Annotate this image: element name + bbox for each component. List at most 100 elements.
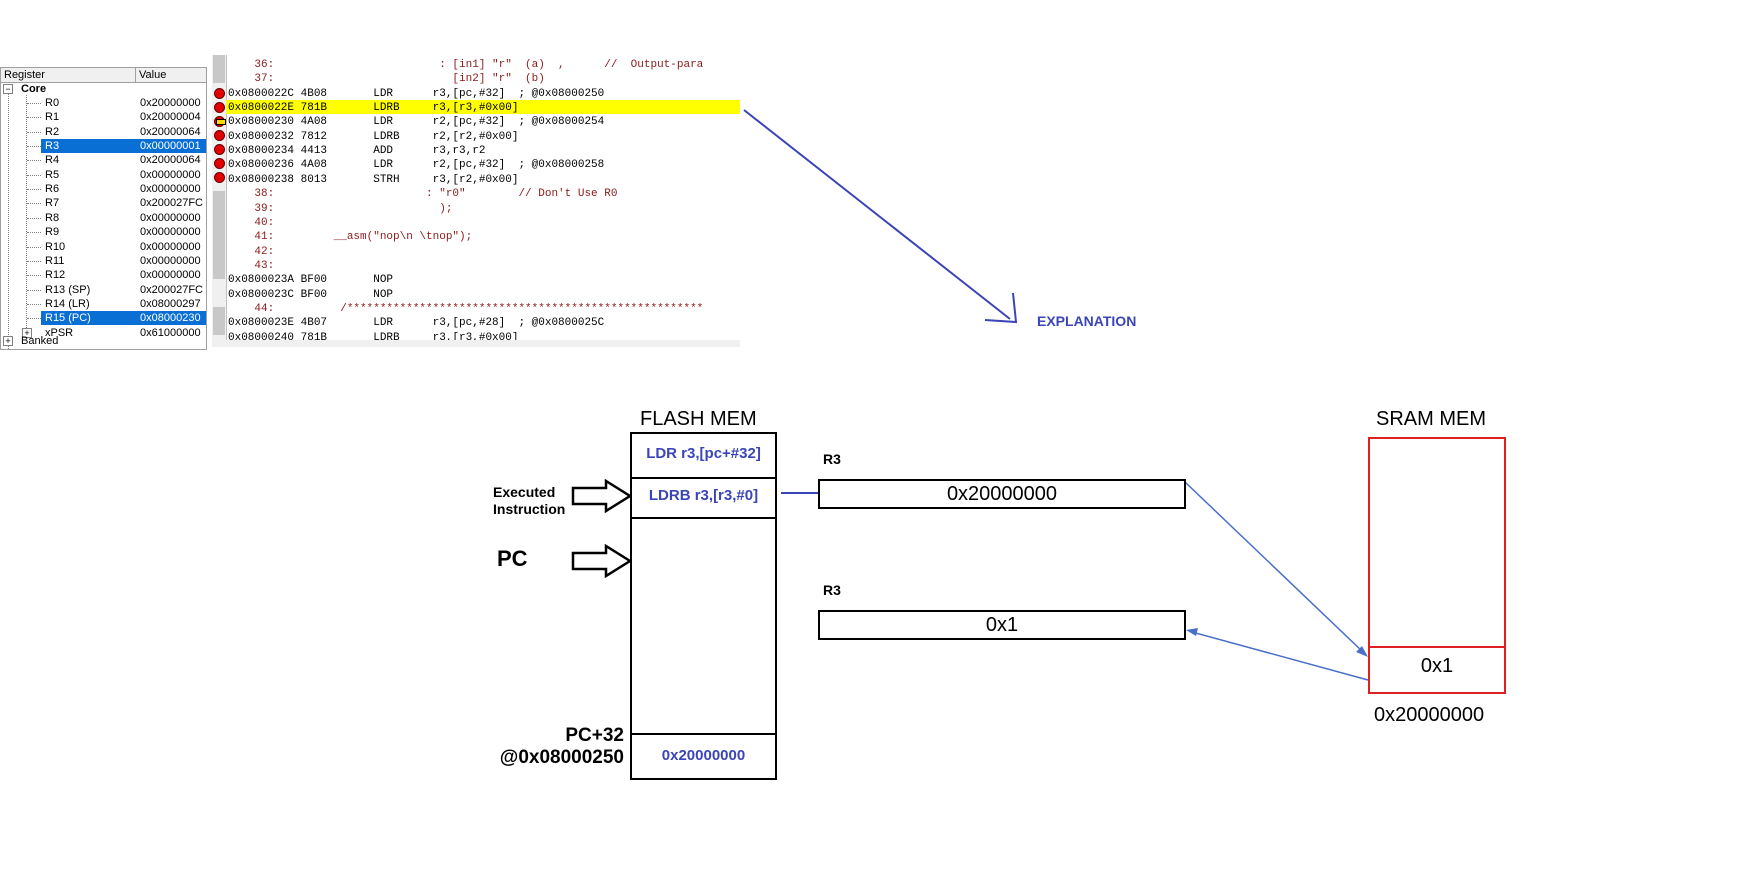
register-row[interactable]: R6 0x00000000 xyxy=(1,182,206,196)
tree-branch-line xyxy=(27,247,41,249)
breakpoint-icon[interactable] xyxy=(214,88,225,99)
register-row-selection xyxy=(41,139,206,153)
gutter-marker xyxy=(213,307,225,335)
asm-line[interactable]: 0x08000234 4413 ADD r3,r3,r2 xyxy=(228,145,486,158)
register-row[interactable]: R2 0x20000064 xyxy=(1,125,206,139)
source-line[interactable]: 36: : [in1] "r" (a) , // Output-para xyxy=(228,59,704,71)
horizontal-scrollbar[interactable] xyxy=(212,340,740,347)
tree-branch-line xyxy=(27,175,41,177)
source-line[interactable]: 39: ); xyxy=(228,202,453,215)
pc-pointer-arrow xyxy=(571,543,633,579)
breakpoint-icon[interactable] xyxy=(214,144,225,155)
register-value[interactable]: 0x200027FC xyxy=(140,197,203,209)
tree-branch-line xyxy=(27,203,41,205)
register-name: R5 xyxy=(45,169,60,181)
register-value[interactable]: 0x20000004 xyxy=(140,111,201,123)
source-line[interactable]: 41: __asm("nop\n \tnop"); xyxy=(228,231,473,244)
register-value[interactable]: 0x20000064 xyxy=(140,154,201,166)
register-name: R4 xyxy=(45,154,60,166)
source-line[interactable]: 42: xyxy=(228,245,275,258)
pc-label: PC xyxy=(497,546,528,571)
register-table-header: Register Value xyxy=(1,67,206,83)
breakpoint-icon[interactable] xyxy=(214,158,225,169)
register-name: R8 xyxy=(45,212,60,224)
register-row[interactable]: R12 0x00000000 xyxy=(1,268,206,282)
register-row[interactable]: R15 (PC)0x08000230 xyxy=(1,311,206,325)
tree-branch-line xyxy=(27,290,41,292)
asm-line[interactable]: 0x08000232 7812 LDRB r2,[r2,#0x00] xyxy=(228,130,519,143)
register-row[interactable]: R14 (LR) 0x08000297 xyxy=(1,297,206,311)
flash-mem-title: FLASH MEM xyxy=(640,408,757,430)
register-value[interactable]: 0x200027FC xyxy=(140,284,203,296)
instruction-label: Instruction xyxy=(493,501,566,517)
register-value[interactable]: 0x00000000 xyxy=(140,169,201,181)
source-line[interactable]: 37: [in2] "r" (b) xyxy=(228,73,545,86)
tree-node-core[interactable]: − Core xyxy=(1,82,206,96)
current-pc-arrow-icon[interactable] xyxy=(214,116,226,127)
register-value[interactable]: 0x00000000 xyxy=(140,255,201,267)
register-row[interactable]: R4 0x20000064 xyxy=(1,153,206,167)
register-value[interactable]: 0x00000000 xyxy=(140,226,201,238)
tree-branch-line xyxy=(27,275,41,277)
tree-branch-line xyxy=(27,304,41,306)
register-name: R12 xyxy=(45,269,66,281)
register-value[interactable]: 0x61000000 xyxy=(140,327,201,339)
source-line[interactable]: 40: xyxy=(228,216,275,229)
register-value[interactable]: 0x08000230 xyxy=(140,312,201,324)
breakpoint-icon[interactable] xyxy=(214,102,225,113)
register-value[interactable]: 0x20000000 xyxy=(140,97,201,109)
register-value[interactable]: 0x20000064 xyxy=(140,126,201,138)
register-row[interactable]: R8 0x00000000 xyxy=(1,211,206,225)
tree-node-banked[interactable]: + Banked xyxy=(1,334,206,348)
source-line[interactable]: 44: /***********************************… xyxy=(228,302,704,315)
tree-branch-line xyxy=(27,146,41,148)
register-value[interactable]: 0x00000000 xyxy=(140,269,201,281)
register-name: R6 xyxy=(45,183,60,195)
collapse-icon[interactable]: − xyxy=(3,84,13,94)
register-column-header[interactable]: Register xyxy=(1,68,136,82)
register-row[interactable]: R5 0x00000000 xyxy=(1,168,206,182)
asm-line[interactable]: 0x0800022C 4B08 LDR r3,[pc,#32] ; @0x080… xyxy=(228,87,605,100)
register-value[interactable]: 0x00000000 xyxy=(140,241,201,253)
breakpoint-icon[interactable] xyxy=(214,172,225,183)
asm-line[interactable]: 0x08000236 4A08 LDR r2,[pc,#32] ; @0x080… xyxy=(228,159,605,172)
register-value[interactable]: 0x00000000 xyxy=(140,212,201,224)
r3-register-box-bottom: 0x1 xyxy=(818,610,1186,640)
tree-branch-line xyxy=(27,117,41,119)
pc-plus-32-label: PC+32 xyxy=(565,725,624,746)
asm-line[interactable]: 0x0800023A BF00 NOP xyxy=(228,274,394,287)
register-value[interactable]: 0x08000297 xyxy=(140,298,201,310)
source-line[interactable]: 43: xyxy=(228,259,275,272)
r3-label-top: R3 xyxy=(823,451,841,467)
register-value[interactable]: 0x00000001 xyxy=(140,140,201,152)
tree-guide-line xyxy=(26,95,28,338)
breakpoint-icon[interactable] xyxy=(214,130,225,141)
register-value[interactable]: 0x00000000 xyxy=(140,183,201,195)
tree-branch-line xyxy=(27,189,41,191)
asm-line[interactable]: 0x0800023C BF00 NOP xyxy=(228,288,394,301)
expand-icon[interactable]: + xyxy=(3,336,13,346)
sram-cell-value: 0x1 xyxy=(1420,655,1454,677)
register-row[interactable]: R13 (SP)0x200027FC xyxy=(1,283,206,297)
r3-to-sram-arrow xyxy=(1184,481,1364,653)
tree-branch-line xyxy=(27,318,41,320)
asm-line[interactable]: 0x08000238 8013 STRH r3,[r2,#0x00] xyxy=(228,173,519,186)
asm-line[interactable]: 0x08000230 4A08 LDR r2,[pc,#32] ; @0x080… xyxy=(228,116,605,129)
asm-line[interactable]: 0x0800023E 4B07 LDR r3,[pc,#28] ; @0x080… xyxy=(228,317,605,330)
r3-label-bottom: R3 xyxy=(823,582,841,598)
value-column-header[interactable]: Value xyxy=(139,69,167,81)
source-line[interactable]: 38: : "r0" // Don't Use R0 xyxy=(228,188,618,201)
register-name: R14 (LR) xyxy=(45,298,90,310)
register-name: R2 xyxy=(45,126,60,138)
breakpoint-gutter[interactable] xyxy=(212,55,227,347)
asm-line[interactable]: 0x0800022E 781B LDRB r3,[r3,#0x00] xyxy=(228,102,519,115)
expand-icon[interactable]: + xyxy=(22,328,32,338)
